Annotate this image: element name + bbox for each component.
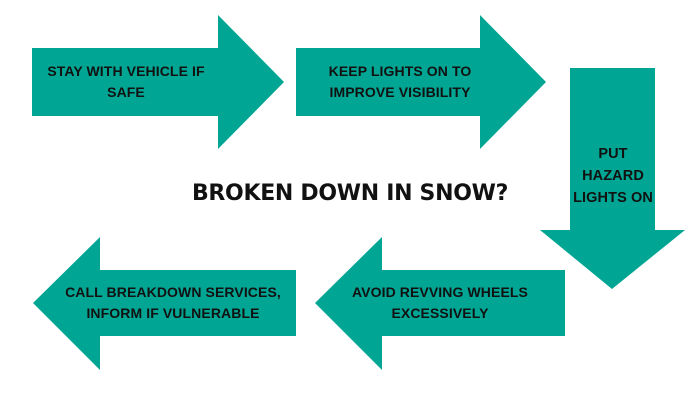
arrow-step-4: [315, 237, 565, 370]
diagram-title: BROKEN DOWN IN SNOW?: [191, 180, 509, 206]
arrow-step-2: [296, 15, 546, 149]
step-4-label: AVOID REVVING WHEELS EXCESSIVELY: [352, 284, 528, 321]
step-5-label: CALL BREAKDOWN SERVICES, INFORM IF VULNE…: [65, 284, 281, 321]
arrow-step-1: [32, 15, 284, 149]
arrow-step-3: [540, 68, 685, 289]
step-2-label: KEEP LIGHTS ON TO IMPROVE VISIBILITY: [328, 63, 472, 100]
arrow-step-5: [33, 237, 296, 370]
step-3-label: PUT HAZARD LIGHTS ON: [573, 146, 653, 206]
step-1-label: STAY WITH VEHICLE IF SAFE: [47, 63, 205, 100]
